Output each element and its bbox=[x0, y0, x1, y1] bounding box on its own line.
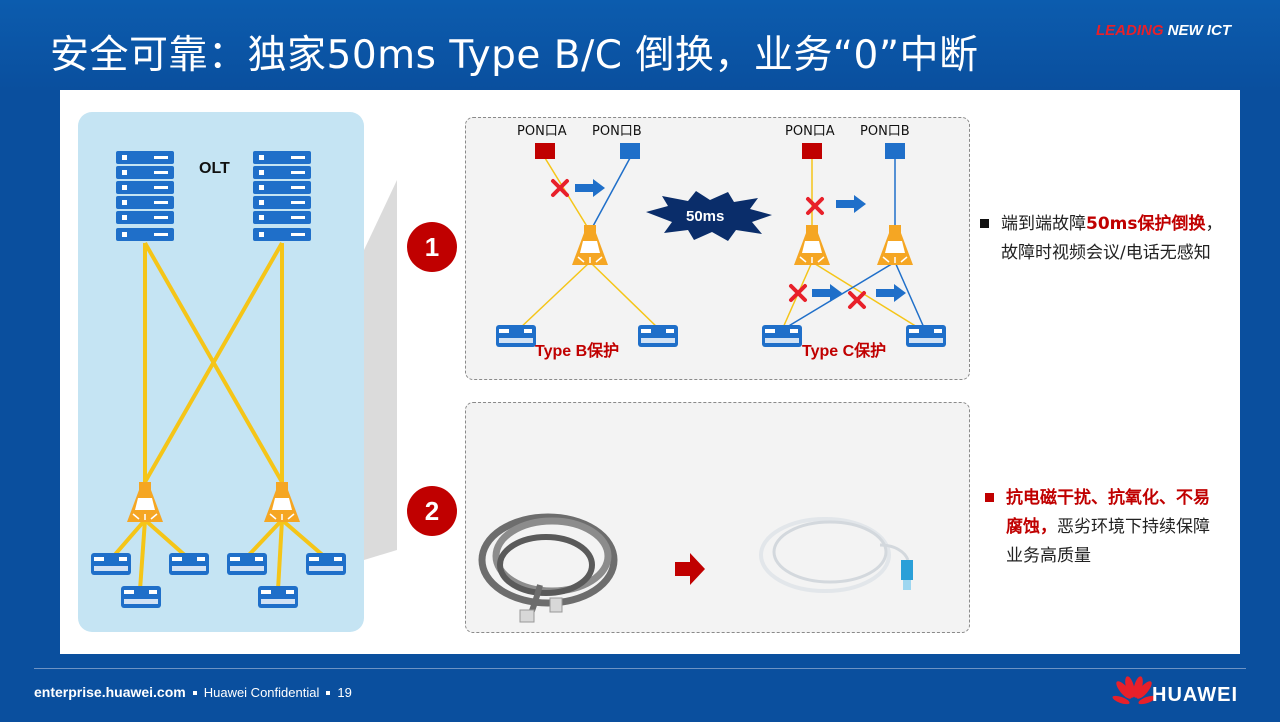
section1-bullet: 端到端故障50ms保护倒换，故障时视频会议/电话无感知 bbox=[980, 210, 1230, 268]
onu-switch-icon bbox=[306, 553, 346, 575]
header-bar bbox=[0, 0, 1280, 90]
tagline: LEADING NEW ICT bbox=[1096, 22, 1231, 39]
section2-bullet: 抗电磁干扰、抗氧化、不易腐蚀，恶劣环境下持续保障业务高质量 bbox=[985, 484, 1225, 571]
splitter-icon bbox=[263, 481, 301, 523]
onu-switch-icon bbox=[227, 553, 267, 575]
section-number-1: 1 bbox=[407, 222, 457, 272]
onu-switch-icon bbox=[121, 586, 161, 608]
section1-bullet-rest: ，故障时视频会议/电话无感知 bbox=[1001, 214, 1223, 263]
olt-server-left bbox=[116, 151, 174, 241]
replace-arrow-icon bbox=[675, 553, 705, 585]
huawei-logo-icon bbox=[1112, 676, 1156, 705]
type-c-pon-a-label: PON口A bbox=[785, 124, 835, 139]
onu-switch-icon bbox=[91, 553, 131, 575]
tagline-new-ict: NEW ICT bbox=[1163, 22, 1231, 39]
page-number: 19 bbox=[337, 685, 352, 700]
type-b-label: Type B保护 bbox=[535, 343, 620, 360]
tagline-leading: LEADING bbox=[1096, 22, 1164, 39]
switch-time-burst bbox=[646, 191, 772, 241]
olt-label: OLT bbox=[199, 160, 230, 177]
footer-confidential: Huawei Confidential bbox=[203, 685, 320, 700]
footer-separator bbox=[192, 691, 197, 695]
type-c-diagram bbox=[762, 143, 946, 347]
section2-bullet-rest: 恶劣环境下持续保障业务高质量 bbox=[1006, 517, 1210, 566]
switch-time-label: 50ms bbox=[686, 208, 725, 225]
type-c-label: Type C保护 bbox=[802, 343, 887, 360]
copper-cable-image bbox=[478, 513, 618, 623]
section1-bullet-highlight: 50ms保护倒换 bbox=[1086, 214, 1206, 234]
footer-site: enterprise.huawei.com bbox=[34, 684, 186, 700]
fiber-links bbox=[110, 242, 328, 591]
footer-separator bbox=[326, 691, 331, 695]
type-c-pon-b-label: PON口B bbox=[860, 124, 910, 139]
splitter-icon bbox=[126, 481, 164, 523]
bullet-square-icon bbox=[985, 493, 994, 502]
onu-switch-icon bbox=[169, 553, 209, 575]
footer: enterprise.huawei.com Huawei Confidential… bbox=[34, 684, 352, 700]
section-number-2: 2 bbox=[407, 486, 457, 536]
zoom-wedge bbox=[364, 180, 397, 560]
page-title: 安全可靠：独家50ms Type B/C 倒换，业务“0”中断 bbox=[50, 33, 979, 78]
fiber-cable-image bbox=[759, 517, 913, 593]
bullet-square-icon bbox=[980, 219, 989, 228]
section2-bullet-highlight: 抗电磁干扰、抗氧化、不易腐蚀， bbox=[1006, 488, 1210, 537]
onu-switch-icon bbox=[258, 586, 298, 608]
brand-name: HUAWEI bbox=[1152, 684, 1238, 706]
footer-divider bbox=[34, 668, 1246, 669]
type-b-pon-a-label: PON口A bbox=[517, 124, 567, 139]
olt-server-right bbox=[253, 151, 311, 241]
type-b-pon-b-label: PON口B bbox=[592, 124, 642, 139]
type-b-diagram bbox=[496, 143, 678, 347]
section1-bullet-prefix: 端到端故障 bbox=[1001, 214, 1086, 234]
